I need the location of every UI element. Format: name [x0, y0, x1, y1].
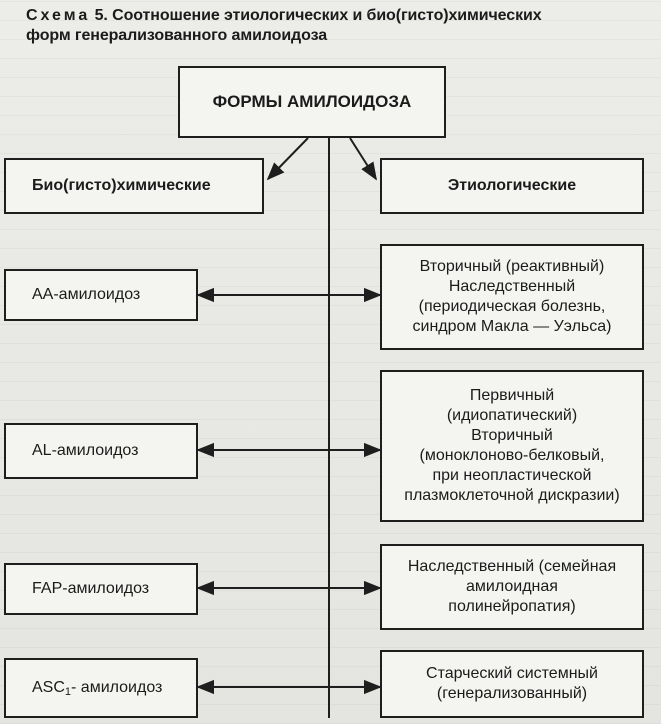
arrow-to-biochemical	[266, 137, 309, 181]
biochemical-label-fap: FAP-амилоидоз	[32, 580, 150, 597]
etiological-node-asc: Старческий системный (генерализованный)	[380, 650, 644, 718]
etiological-asc-line-2: (генерализованный)	[436, 685, 588, 702]
category-biochemical-label: Био(гисто)химические	[32, 177, 211, 194]
biochemical-node-asc: ASC1- амилоидоз	[4, 658, 198, 718]
biochemical-node-aa: AA-амилоидоз	[4, 269, 198, 321]
caption-number: 5.	[94, 7, 108, 24]
biochemical-node-fap: FAP-амилоидоз	[4, 563, 198, 615]
biochemical-label-al: AL-амилоидоз	[32, 442, 139, 459]
etiological-aa-line-1: Вторичный (реактивный)	[419, 258, 605, 275]
asc-main: ASC	[32, 679, 65, 696]
figure-caption: Схема 5. Соотношение этиологических и би…	[26, 6, 656, 46]
etiological-fap-line-2: амилоидная	[466, 578, 558, 595]
caption-title-2: форм генерализованного амилоидоза	[26, 27, 328, 44]
caption-title-1: Соотношение этиологических и био(гисто)х…	[112, 7, 542, 24]
etiological-al-line-2: (идиопатический)	[446, 407, 578, 424]
root-node: ФОРМЫ АМИЛОИДОЗА	[178, 66, 446, 138]
etiological-al-line-1: Первичный	[469, 387, 555, 404]
etiological-al-line-4: (моноклоново-белковый,	[419, 447, 605, 464]
etiological-node-al: Первичный (идиопатический) Вторичный (мо…	[380, 370, 644, 522]
biochemical-node-al: AL-амилоидоз	[4, 423, 198, 479]
asc-subscript: 1	[64, 686, 72, 698]
etiological-node-fap: Наследственный (семейная амилоидная поли…	[380, 544, 644, 630]
caption-line-1: Схема 5. Соотношение этиологических и би…	[26, 6, 656, 26]
category-biochemical: Био(гисто)химические	[4, 158, 264, 214]
biochemical-label-aa: AA-амилоидоз	[32, 286, 141, 303]
caption-label: Схема	[26, 7, 91, 24]
arrow-to-etiological	[349, 137, 377, 181]
root-label: ФОРМЫ АМИЛОИДОЗА	[212, 92, 412, 111]
etiological-aa-line-3: (периодическая болезнь,	[418, 298, 606, 315]
etiological-al-line-5: при неопластической	[432, 467, 592, 484]
etiological-asc-line-1: Старческий системный	[426, 665, 598, 682]
etiological-fap-line-1: Наследственный (семейная	[407, 558, 617, 575]
etiological-aa-line-2: Наследственный	[448, 278, 576, 295]
etiological-node-aa: Вторичный (реактивный) Наследственный (п…	[380, 244, 644, 350]
category-etiological: Этиологические	[380, 158, 644, 214]
etiological-fap-line-3: полинейропатия)	[448, 598, 576, 615]
asc-tail: - амилоидоз	[71, 679, 163, 696]
etiological-aa-line-4: синдром Макла — Уэльса)	[412, 318, 612, 335]
etiological-al-line-6: плазмоклеточной дискразии)	[404, 487, 620, 504]
etiological-al-line-3: Вторичный	[471, 427, 553, 444]
biochemical-label-asc: ASC1- амилоидоз	[32, 678, 162, 698]
category-etiological-label: Этиологические	[447, 177, 577, 194]
